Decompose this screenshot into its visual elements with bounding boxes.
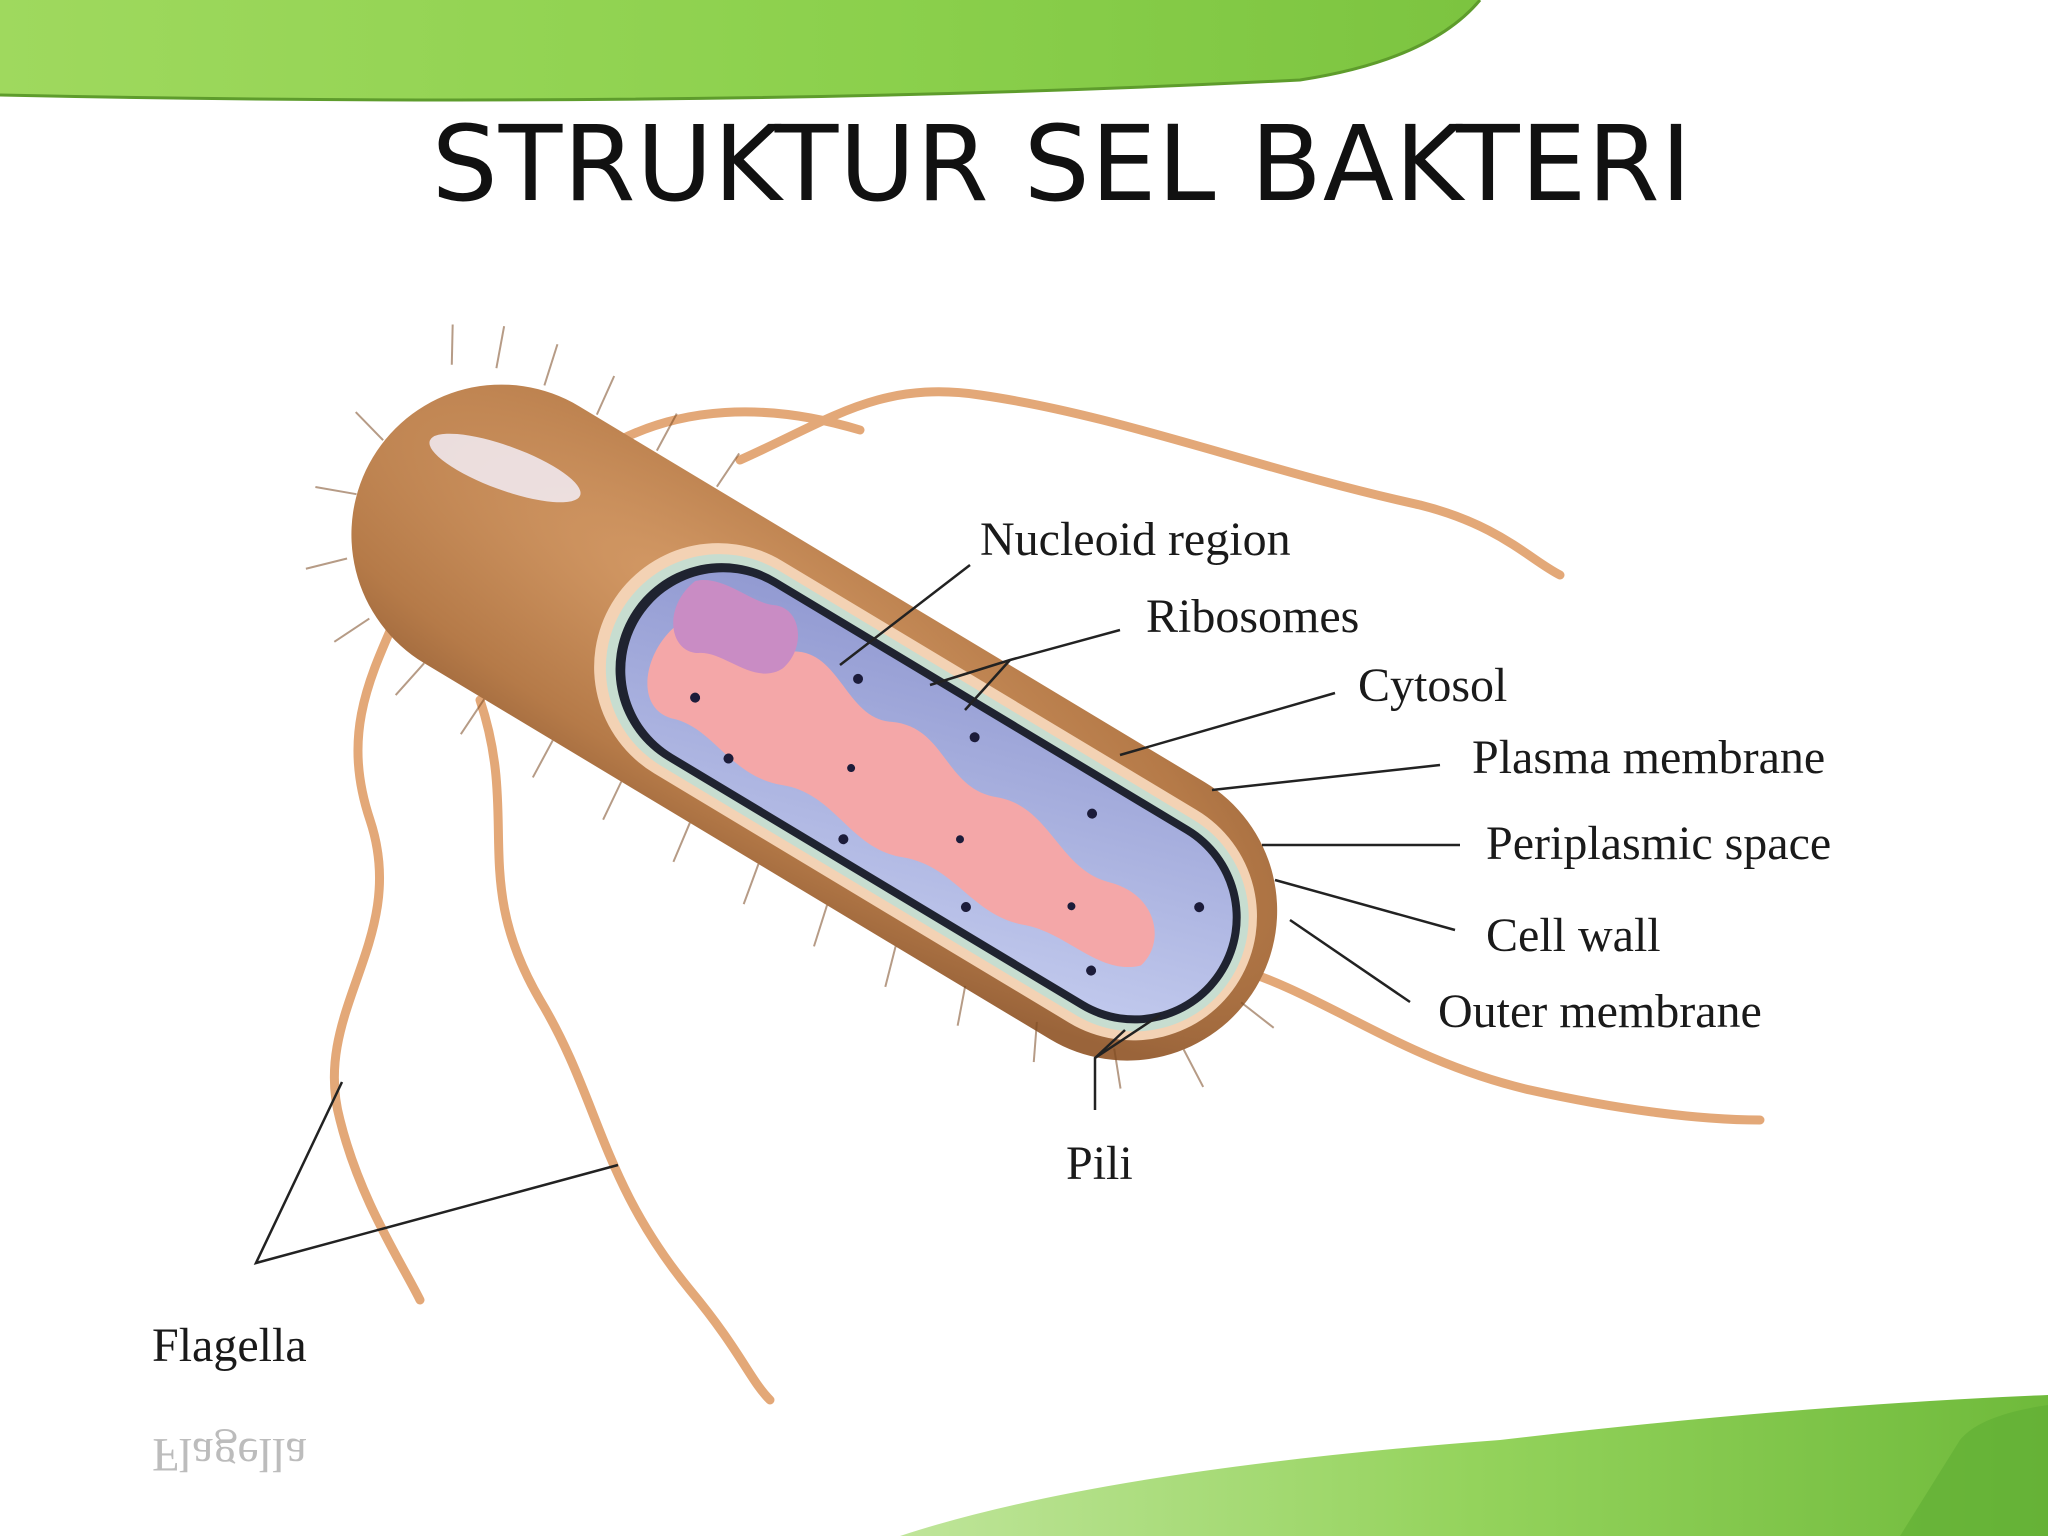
label-outer-membrane: Outer membrane (1438, 985, 1762, 1038)
slide-title: STRUKTUR SEL BAKTERI (431, 103, 1693, 225)
leader-ribosomes-2 (964, 659, 1011, 711)
label-ribosomes: Ribosomes (1146, 590, 1360, 643)
leader-cytosol (1119, 691, 1336, 757)
nucleoid-dense (673, 579, 798, 674)
leader-cell-wall (1274, 878, 1456, 932)
bottom-banner-highlight (1900, 1405, 2048, 1536)
flagellum-2 (475, 695, 775, 1405)
ribosome-dots (690, 673, 1205, 976)
top-green-banner (0, 0, 1480, 100)
flagellum-5 (615, 407, 865, 445)
leader-plasma (1211, 763, 1441, 792)
flagellum-1 (329, 520, 435, 1305)
label-flagella-reflection: Flagella (152, 1428, 307, 1481)
label-cytosol: Cytosol (1358, 659, 1508, 712)
flagellum-4 (1220, 960, 1765, 1125)
label-cell-wall: Cell wall (1486, 909, 1661, 962)
label-periplasmic-space: Periplasmic space (1486, 817, 1832, 870)
flagella-group (329, 387, 1765, 1405)
label-pili: Pili (1066, 1137, 1133, 1190)
pili-hairs (305, 324, 1275, 1089)
leader-lines (253, 564, 1460, 1265)
nucleoid (647, 618, 1155, 967)
label-plasma-membrane: Plasma membrane (1472, 731, 1826, 784)
bottom-green-banner (900, 1395, 2048, 1536)
cell-highlight (429, 433, 581, 503)
leader-nucleoid (839, 564, 971, 666)
top-banner-edge (0, 0, 1482, 102)
label-flagella: Flagella (152, 1319, 307, 1372)
leader-pili-2 (1094, 1029, 1126, 1059)
label-nucleoid-region: Nucleoid region (980, 513, 1291, 566)
leader-flagella (253, 1081, 619, 1265)
flagellum-3 (735, 387, 1565, 580)
leader-outer-membrane (1289, 918, 1411, 1004)
bacterium-cell (305, 324, 1278, 1089)
